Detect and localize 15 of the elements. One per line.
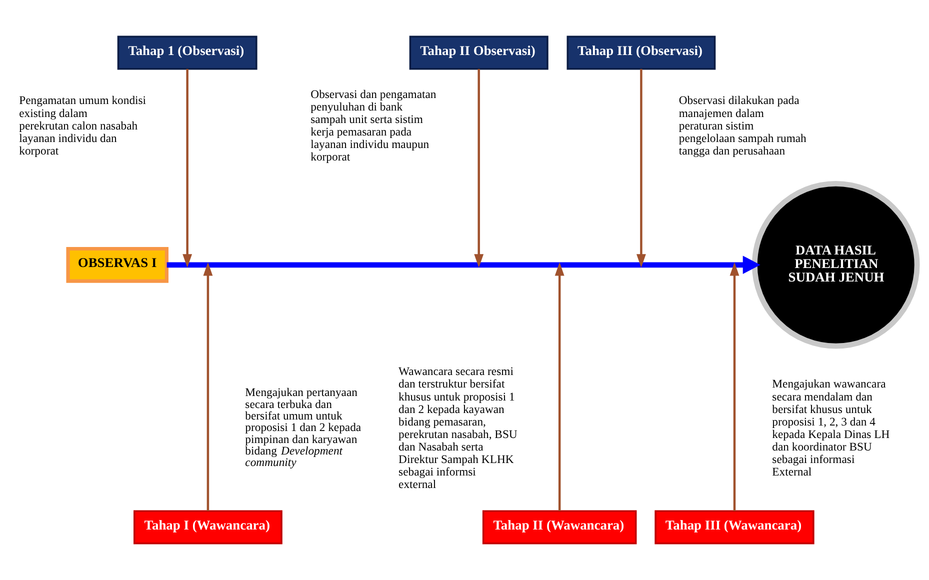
label: Mengajukan wawancara secara mendalam dan bersifat khusus untuk proposisi 1, 2, 3 dan 4 kepada Kepala Dinas LH dan koordinator BSU sebagai informasi External bbox=[772, 378, 890, 479]
node-box: Tahap II Observasi) bbox=[409, 36, 548, 70]
node-box: Tahap III (Observasi) bbox=[566, 36, 716, 70]
label: Wawancara secara resmi dan terstruktur bersifat khusus untuk proposisi 1 dan 2 kepada kayawan bidang pemasaran, perekrutan nasabah, BSU dan Nasabah serta Direktur Sampah KLHK sebagai informsi external bbox=[398, 365, 518, 492]
label: Observasi dan pengamatan penyuluhan di bank sampah unit serta sistim kerja pemasaran pada layanan individu maupun korporat bbox=[310, 88, 436, 164]
arrow bbox=[166, 256, 760, 274]
label: Mengajukan pertanyaan secara terbuka dan bersifat umum untuk proposisi 1 dan 2 kepada pimpinan dan karyawan bidang Development community bbox=[245, 386, 362, 470]
label: Observasi dilakukan pada manajemen dalam peraturan sistim pengelolaan sampah rumah tangga dan perusahaan bbox=[678, 94, 806, 158]
node-box: OBSERVAS I bbox=[66, 246, 168, 283]
node-box: Tahap 1 (Observasi) bbox=[117, 36, 258, 70]
label: Pengamatan umum kondisi existing dalam perekrutan calon nasabah layanan individu dan korporat bbox=[19, 94, 146, 158]
node-box: Tahap I (Wawancara) bbox=[134, 510, 282, 544]
node-box: Tahap III (Wawancara) bbox=[654, 510, 814, 544]
node-circle: DATA HASIL PENELITIAN SUDAH JENUH bbox=[752, 181, 920, 349]
node-box: Tahap II (Wawancara) bbox=[482, 510, 637, 544]
